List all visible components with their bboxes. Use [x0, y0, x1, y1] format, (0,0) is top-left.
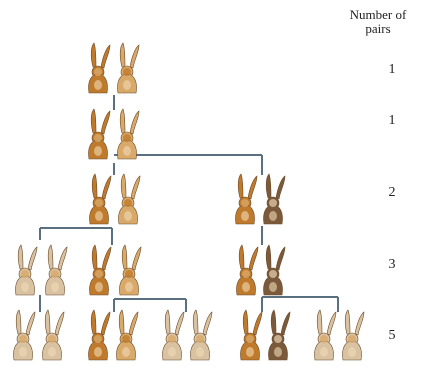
rabbit-icon: [88, 244, 112, 296]
rabbit-icon: [118, 244, 142, 296]
rabbit-icon: [235, 244, 259, 296]
rabbit-icon: [267, 309, 291, 361]
pairs-header-line2: pairs: [365, 21, 391, 36]
lineage-lines: [39, 95, 339, 312]
pair-count-gen2: 1: [388, 113, 396, 128]
rabbit-icon: [14, 244, 38, 296]
rabbit-icon: [115, 309, 139, 361]
rabbit-icon: [117, 173, 141, 225]
rabbits-layer: [12, 42, 365, 361]
rabbit-icon: [116, 108, 140, 160]
rabbit-icon: [116, 42, 140, 94]
pairs-header: Number of pairs: [346, 8, 410, 36]
rabbit-icon: [87, 108, 111, 160]
pair-count-gen3: 2: [388, 185, 396, 200]
pair-count-gen4: 3: [388, 257, 396, 272]
rabbit-icon: [234, 173, 258, 225]
pair-count-gen5: 5: [388, 328, 396, 343]
rabbit-icon: [239, 309, 263, 361]
rabbit-icon: [41, 309, 65, 361]
rabbit-icon: [12, 309, 36, 361]
rabbit-icon: [262, 244, 286, 296]
rabbit-icon: [87, 42, 111, 94]
rabbit-icon: [87, 309, 111, 361]
pairs-header-line1: Number of: [349, 7, 407, 22]
rabbit-icon: [262, 173, 286, 225]
rabbit-icon: [161, 309, 185, 361]
pair-count-gen1: 1: [388, 62, 396, 77]
rabbit-icon: [44, 244, 68, 296]
rabbit-icon: [88, 173, 112, 225]
rabbit-icon: [189, 309, 213, 361]
rabbit-icon: [313, 309, 337, 361]
rabbit-icon: [341, 309, 365, 361]
